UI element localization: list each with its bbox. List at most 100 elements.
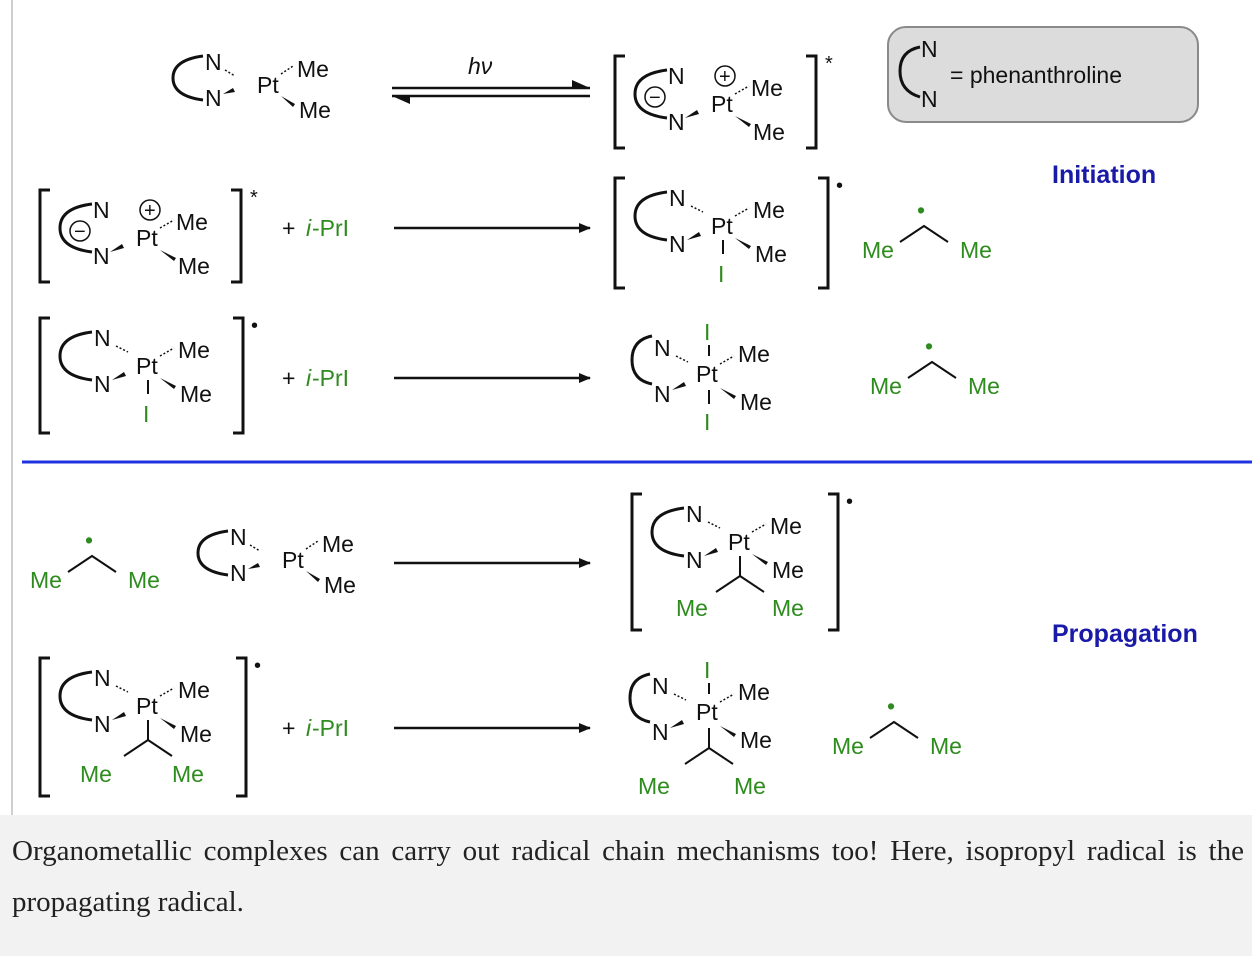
- me-label: Me: [930, 733, 962, 759]
- n-label: N: [94, 325, 111, 351]
- mechanism-figure: N N Pt Me Me hν * − N N + Pt Me Me: [0, 0, 1252, 815]
- n-label: N: [230, 524, 247, 550]
- minus-charge: −: [649, 87, 661, 109]
- me-label: Me: [128, 567, 160, 593]
- ipri-rest: -PrI: [312, 715, 349, 741]
- pt-iodide-radical-cation: • N N Pt Me Me I: [613, 175, 843, 290]
- radical-dot: •: [836, 175, 843, 197]
- mechanism-scheme: N N Pt Me Me hν * − N N + Pt Me Me: [11, 0, 1252, 815]
- pt-label: Pt: [728, 529, 750, 555]
- me-label: Me: [297, 56, 329, 82]
- radical-dot: •: [846, 491, 853, 513]
- me-label: Me: [755, 241, 787, 267]
- hv-label: hν: [468, 53, 493, 79]
- pt-label: Pt: [711, 213, 733, 239]
- pt-isopropyl-radical-complex: • N N Pt Me Me Me Me: [38, 655, 261, 798]
- radical-dot: •: [251, 315, 258, 337]
- pt-label: Pt: [257, 72, 279, 98]
- pt-iodide-isopropyl-complex: I N N Pt Me Me Me Me: [628, 657, 772, 799]
- n-label: N: [654, 381, 671, 407]
- plus-charge: +: [719, 66, 731, 88]
- n-label: N: [921, 86, 938, 112]
- pt-iodide-radical-cation: • N N Pt Me Me I: [38, 315, 258, 435]
- me-label: Me: [734, 773, 766, 799]
- me-label: Me: [178, 253, 210, 279]
- me-label: Me: [738, 341, 770, 367]
- pt-complex-ground: N N Pt Me Me: [171, 49, 331, 123]
- me-label: Me: [753, 197, 785, 223]
- pt-label: Pt: [136, 353, 158, 379]
- iodide-ligand: I: [143, 401, 149, 427]
- n-label: N: [93, 197, 110, 223]
- svg-text:+: +: [282, 365, 295, 391]
- me-label: Me: [324, 572, 356, 598]
- iodide-ligand: I: [704, 319, 710, 345]
- isopropyl-radical: Me • Me: [862, 197, 992, 263]
- me-label: Me: [178, 677, 210, 703]
- me-label: Me: [322, 531, 354, 557]
- n-label: N: [94, 711, 111, 737]
- iodide-ligand: I: [704, 409, 710, 435]
- n-label: N: [921, 36, 938, 62]
- ipri-i: i: [306, 215, 312, 241]
- pt-label: Pt: [696, 361, 718, 387]
- ipri-i: i: [306, 365, 312, 391]
- pt-complex-ground: N N Pt Me Me: [196, 524, 356, 598]
- me-label: Me: [770, 513, 802, 539]
- pt-label: Pt: [282, 547, 304, 573]
- me-label: Me: [753, 119, 785, 145]
- me-label: Me: [832, 733, 864, 759]
- me-label: Me: [178, 337, 210, 363]
- me-label: Me: [30, 567, 62, 593]
- minus-charge: −: [74, 221, 86, 243]
- ipri-i: i: [306, 715, 312, 741]
- me-label: Me: [772, 557, 804, 583]
- n-label: N: [668, 109, 685, 135]
- me-label: Me: [180, 721, 212, 747]
- me-label: Me: [960, 237, 992, 263]
- propagation-label: Propagation: [1052, 620, 1198, 648]
- pt-label: Pt: [136, 693, 158, 719]
- me-label: Me: [299, 97, 331, 123]
- pt-complex-excited: * − N N + Pt Me Me: [38, 187, 258, 284]
- svg-text:+: +: [282, 215, 295, 241]
- me-label: Me: [772, 595, 804, 621]
- radical-dot: •: [254, 655, 261, 677]
- n-label: N: [652, 673, 669, 699]
- plus-ipri-reagent: + i -PrI: [282, 215, 349, 241]
- excited-star: *: [250, 187, 258, 209]
- n-label: N: [230, 560, 247, 586]
- isopropyl-radical: Me • Me: [832, 693, 962, 759]
- figure-caption: Organometallic complexes can carry out r…: [12, 835, 1244, 918]
- pt-diiodide-complex: I N N Pt Me Me I: [630, 319, 772, 435]
- n-label: N: [669, 231, 686, 257]
- n-label: N: [205, 49, 222, 75]
- pt-complex-excited: * − N N + Pt Me Me: [613, 53, 833, 150]
- radical-dot: •: [887, 693, 895, 719]
- n-label: N: [94, 665, 111, 691]
- iodide-ligand: I: [704, 657, 710, 683]
- me-label: Me: [180, 381, 212, 407]
- isopropyl-radical: Me • Me: [870, 333, 1000, 399]
- plus-ipri-reagent: + i -PrI: [282, 715, 349, 741]
- n-label: N: [94, 371, 111, 397]
- n-label: N: [686, 547, 703, 573]
- n-label: N: [654, 335, 671, 361]
- ipri-rest: -PrI: [312, 215, 349, 241]
- me-label: Me: [968, 373, 1000, 399]
- n-label: N: [93, 243, 110, 269]
- n-label: N: [669, 185, 686, 211]
- initiation-label: Initiation: [1052, 161, 1156, 189]
- radical-dot: •: [925, 333, 933, 359]
- pt-label: Pt: [136, 225, 158, 251]
- n-label: N: [652, 719, 669, 745]
- n-label: N: [205, 85, 222, 111]
- radical-dot: •: [85, 527, 93, 553]
- me-label: Me: [176, 209, 208, 235]
- svg-text:+: +: [282, 715, 295, 741]
- me-label: Me: [870, 373, 902, 399]
- plus-ipri-reagent: + i -PrI: [282, 365, 349, 391]
- phenanthroline-legend-box: N N = phenanthroline: [887, 26, 1199, 123]
- phenanthroline-legend-text: = phenanthroline: [950, 62, 1122, 88]
- isopropyl-radical: Me • Me: [30, 527, 160, 593]
